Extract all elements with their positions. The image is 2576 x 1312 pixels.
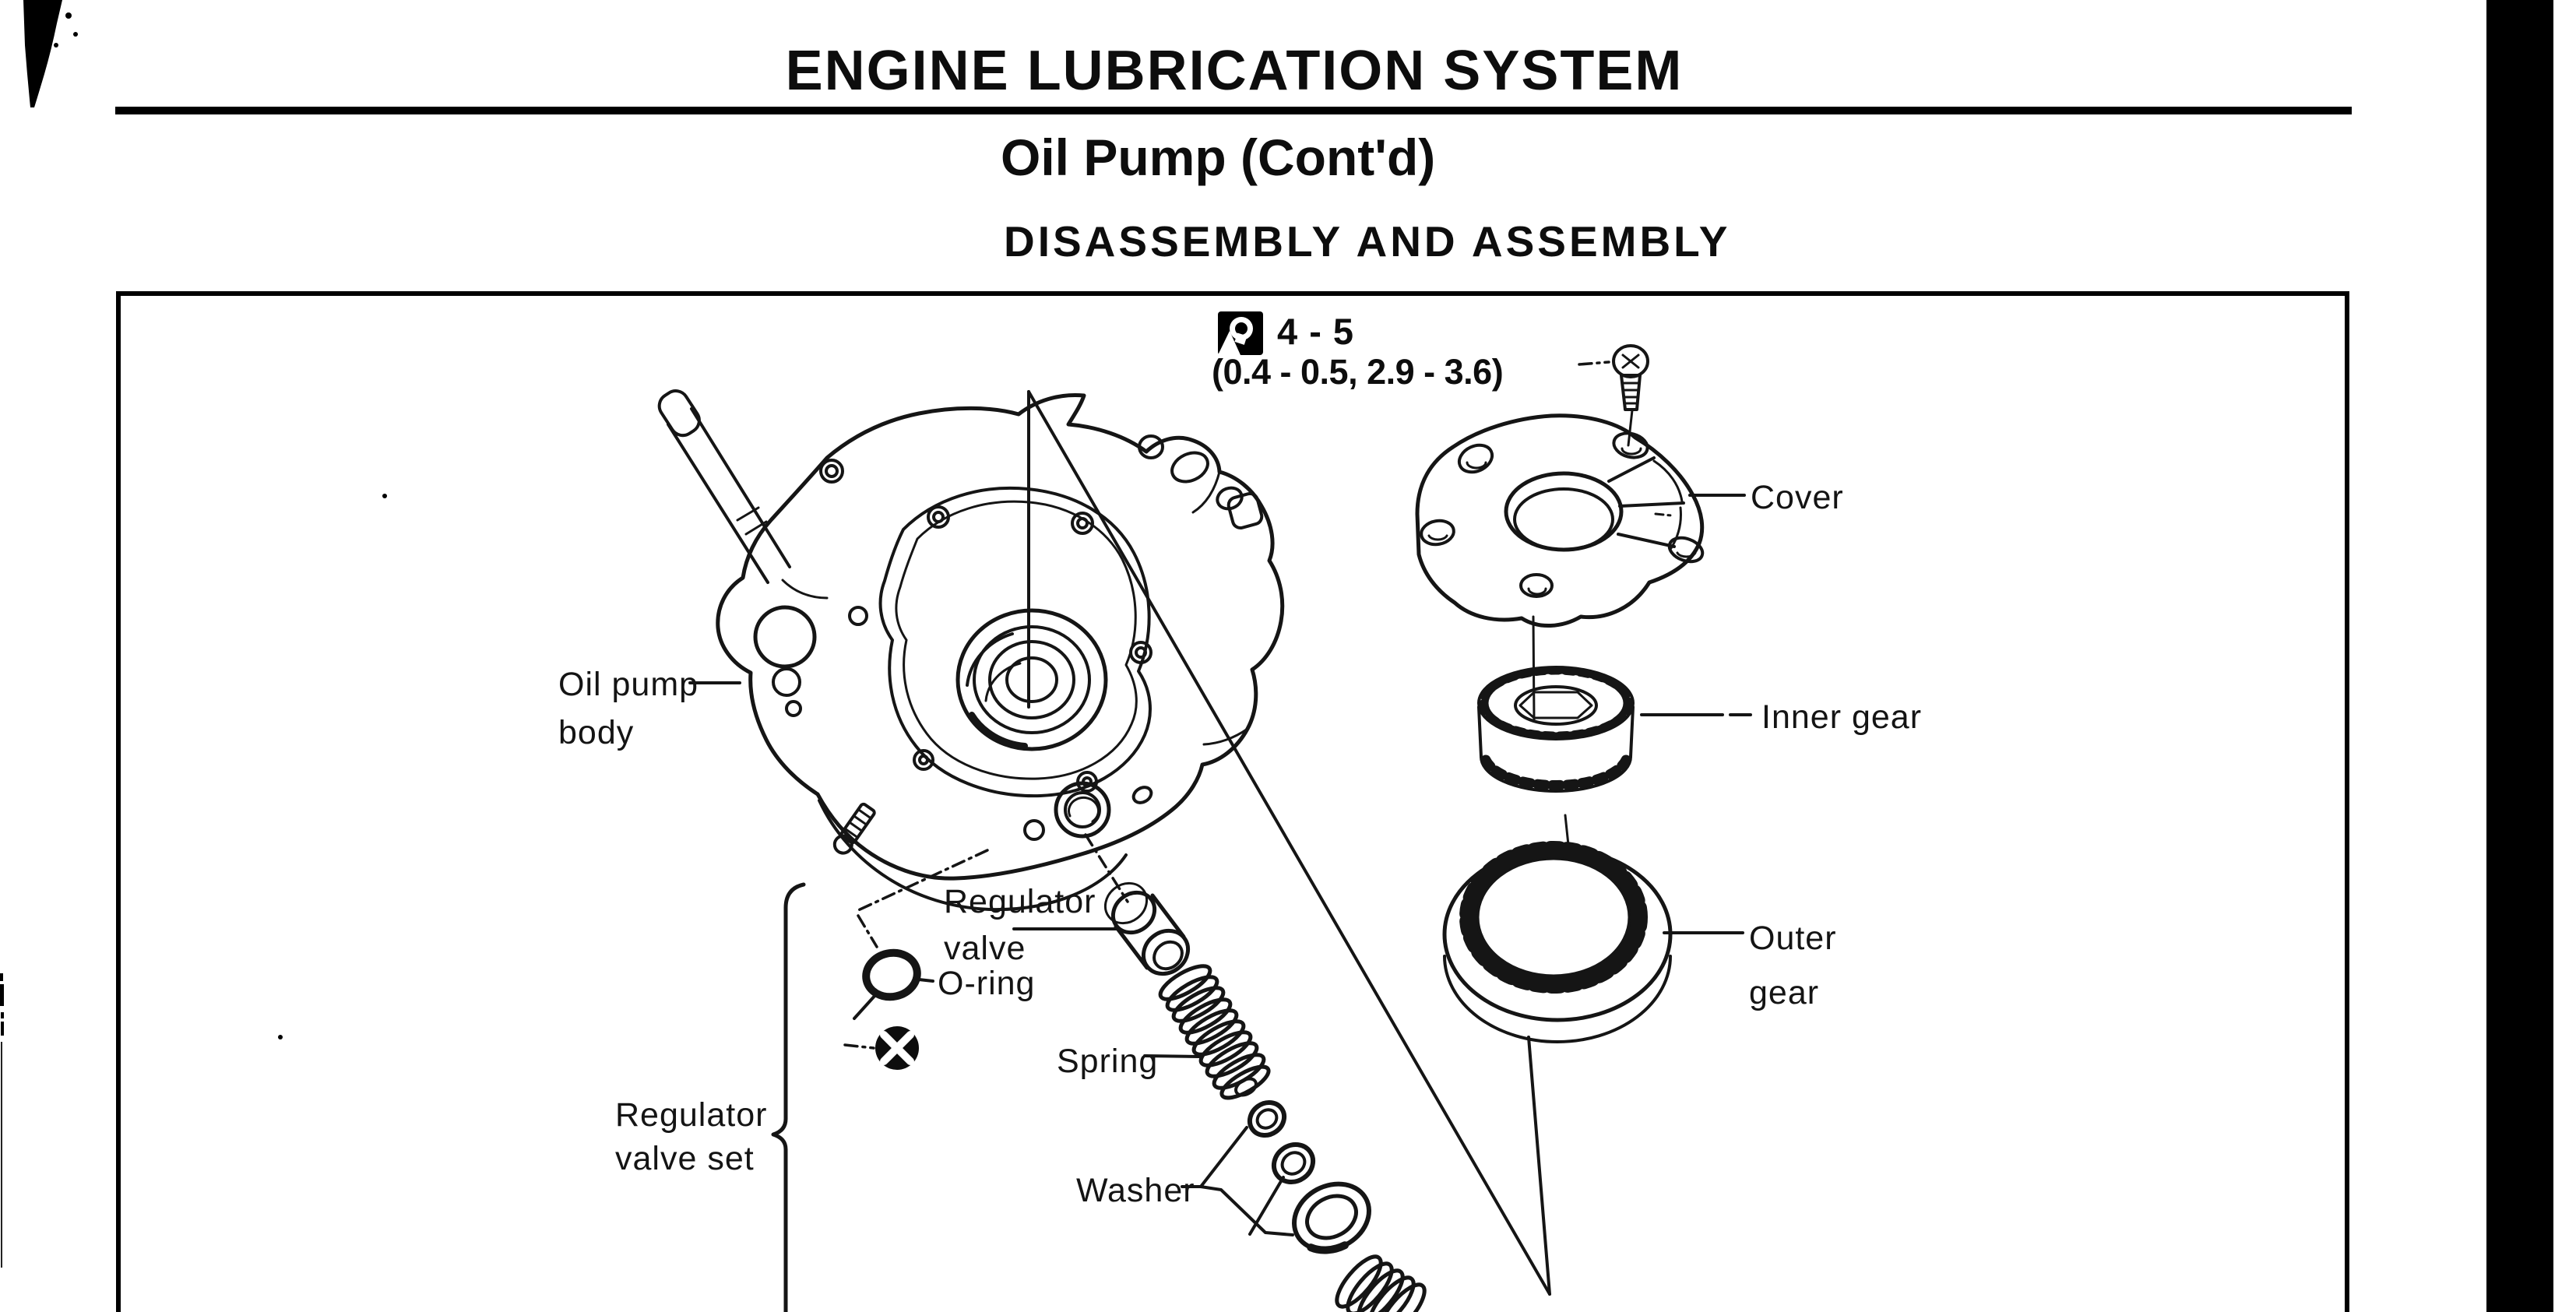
- page-subtitle: Oil Pump (Cont'd): [1001, 128, 1436, 186]
- regulator-valve-set-brace: [771, 882, 806, 1312]
- torque-value-nm: 4 - 5: [1277, 311, 1355, 352]
- section-heading: DISASSEMBLY AND ASSEMBLY: [1004, 217, 1731, 266]
- regulator-valve-set-label: Regulator valve set: [615, 1096, 768, 1177]
- oil-pump-body-label: Oil pump body: [558, 666, 699, 751]
- threaded-plug-drawing: [1335, 1254, 1427, 1312]
- torque-wrench-icon: [1218, 311, 1263, 355]
- cap-plug-drawing: [875, 1026, 919, 1070]
- regulator-valve-drawing: [1103, 881, 1191, 976]
- figure-border-right: [2345, 291, 2349, 1312]
- inner-gear-drawing: [1477, 666, 1635, 793]
- page-title: ENGINE LUBRICATION SYSTEM: [785, 40, 1684, 102]
- page-binding-bar: [2486, 0, 2553, 1312]
- dash-dot-lines: [843, 361, 1610, 1050]
- cover-screw-drawing: [1612, 344, 1649, 411]
- oil-pump-body-drawing: [657, 389, 1285, 912]
- cover-drawing: [1415, 413, 1705, 628]
- figure-border-top: [116, 291, 2349, 296]
- spring-drawing: [1158, 964, 1271, 1100]
- torque-value-kgm-ftlb: (0.4 - 0.5, 2.9 - 3.6): [1212, 352, 1504, 392]
- cover-label: Cover: [1751, 479, 1844, 516]
- o-ring-drawing: [862, 948, 921, 1001]
- scan-artifacts: [0, 0, 387, 1268]
- outer-gear-label: Outer gear: [1749, 920, 1837, 1011]
- o-ring-label: O-ring: [938, 965, 1036, 1002]
- assembly-axis-lines: [1027, 390, 1634, 1296]
- figure-border-left: [116, 291, 121, 1312]
- spring-label: Spring: [1057, 1043, 1159, 1080]
- regulator-valve-label: Regulator valve: [944, 883, 1096, 967]
- header-rule: [115, 107, 2352, 114]
- washer-drawings: [1247, 1099, 1371, 1254]
- inner-gear-label: Inner gear: [1761, 698, 1923, 736]
- washer-label: Washer: [1076, 1172, 1195, 1209]
- leader-lines: [688, 494, 1752, 1236]
- outer-gear-drawing: [1442, 841, 1673, 1043]
